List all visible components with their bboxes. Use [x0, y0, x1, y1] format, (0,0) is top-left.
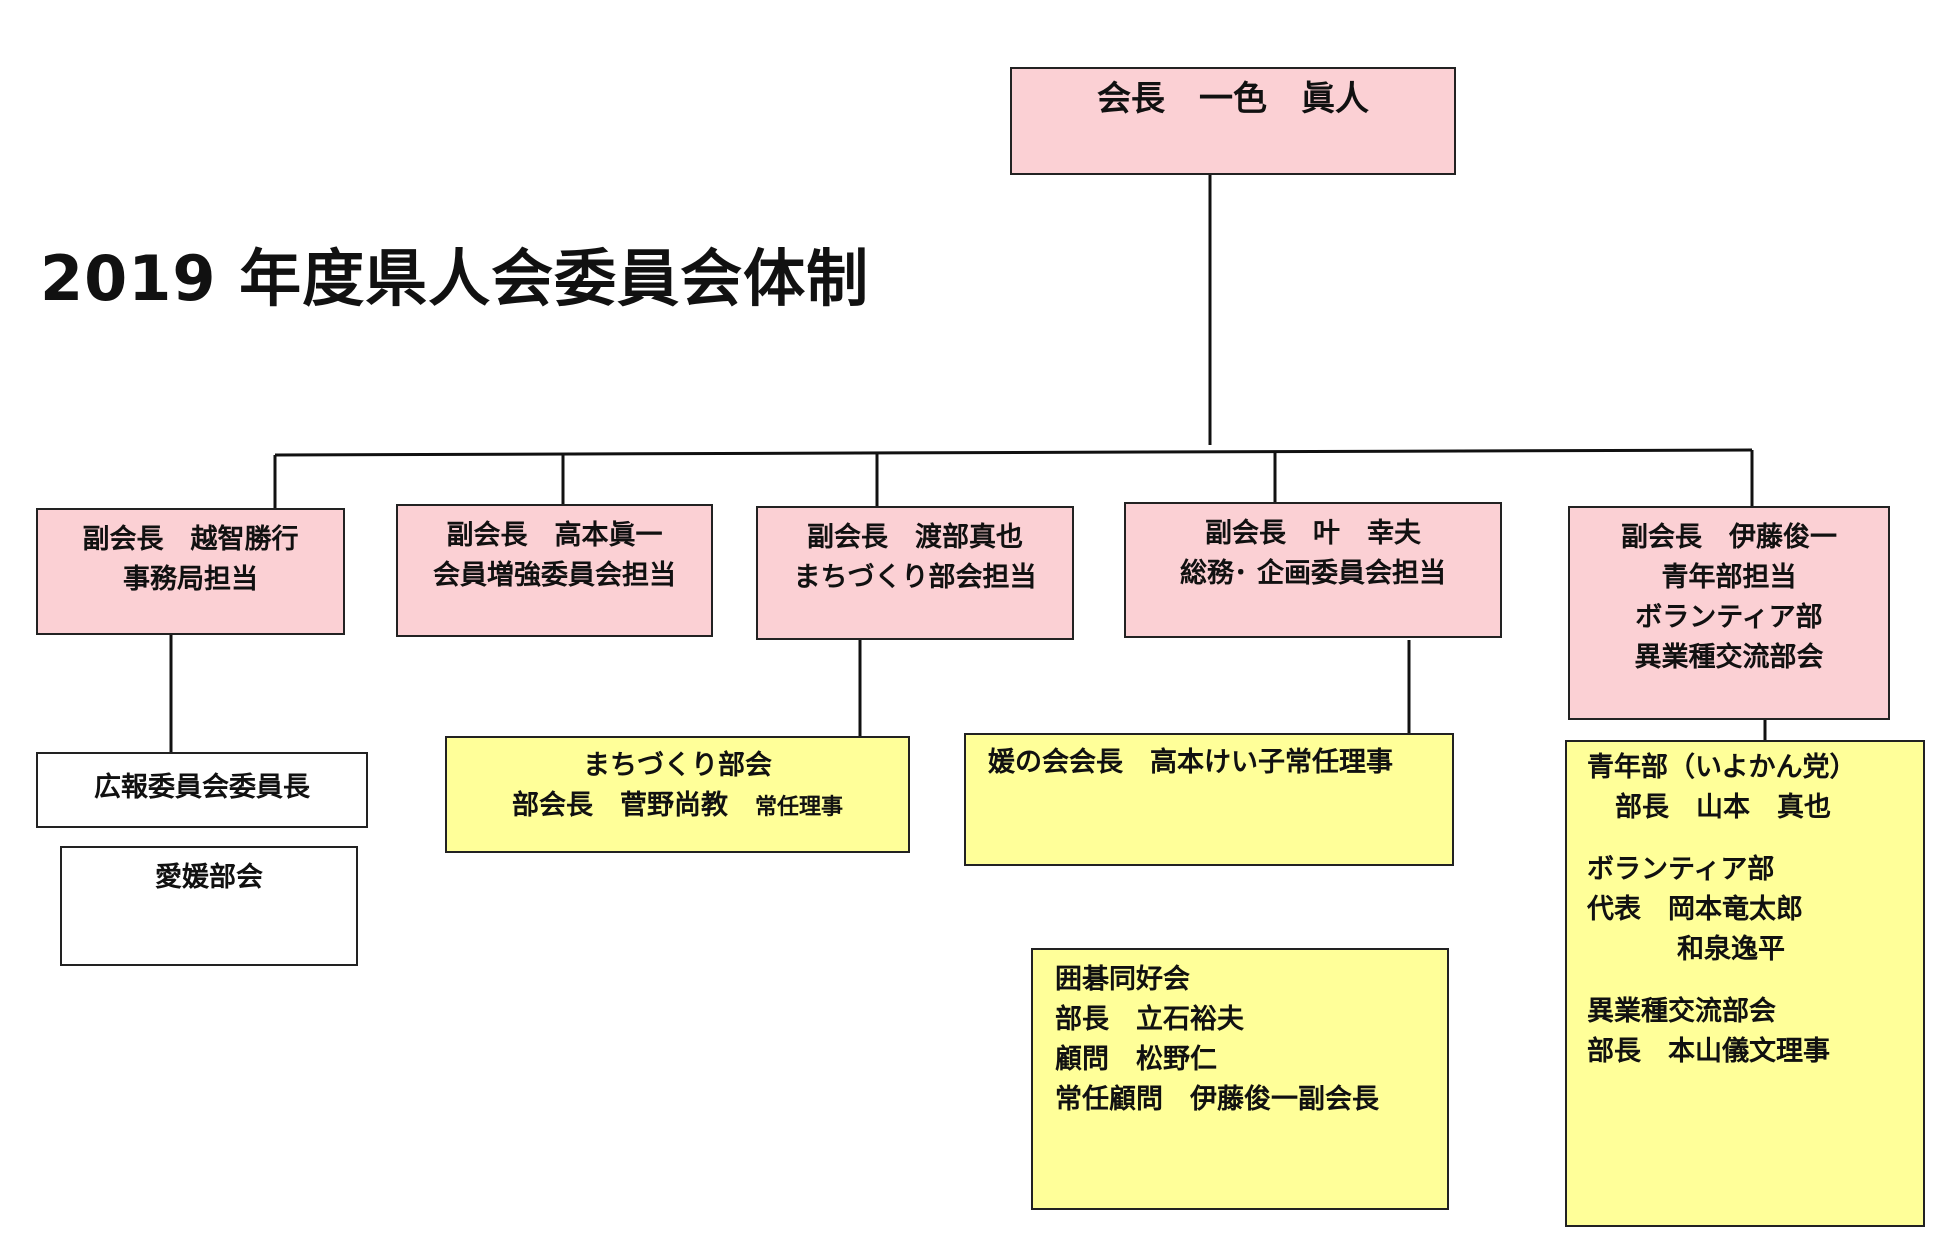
vp-box-ochi: 副会長 越智勝行 事務局担当	[36, 508, 345, 635]
page-title: 2019 年度県人会委員会体制	[40, 242, 870, 315]
vp-role: 事務局担当	[123, 564, 258, 595]
ibusiness-title: 異業種交流部会	[1587, 996, 1776, 1027]
youth-dept-box: 青年部（いよかん党） 部長 山本 真也 ボランティア部 代表 岡本竜太郎 和泉逸…	[1565, 740, 1925, 1227]
machizukuri-head-suffix: 常任理事	[754, 795, 843, 820]
machizukuri-box: まちづくり部会 部会長 菅野尚教 常任理事	[445, 736, 910, 853]
vp-name: 副会長 越智勝行	[82, 524, 299, 555]
vp-box-watanabe: 副会長 渡部真也 まちづくり部会担当	[756, 506, 1074, 640]
vp-role: 異業種交流部会	[1634, 642, 1824, 673]
vp-name: 副会長 渡部真也	[807, 522, 1023, 553]
vp-name: 副会長 伊藤俊一	[1621, 522, 1837, 553]
ibusiness-head: 部長 本山儀文理事	[1587, 1036, 1830, 1067]
volunteer-rep-2: 和泉逸平	[1677, 934, 1785, 965]
igo-club-box: 囲碁同好会 部長 立石裕夫 顧問 松野仁 常任顧問 伊藤俊一副会長	[1031, 948, 1449, 1210]
vp-role: 総務･ 企画委員会担当	[1180, 558, 1446, 589]
vp-name: 副会長 叶 幸夫	[1205, 518, 1421, 549]
koho-committee-label: 広報委員会委員長	[94, 772, 310, 803]
aiehime-label: 愛媛部会	[155, 862, 263, 893]
en-no-kai-label: 媛の会会長 高本けい子常任理事	[988, 747, 1393, 778]
igo-line: 常任顧問 伊藤俊一副会長	[1055, 1084, 1379, 1115]
youth-head: 部長 山本 真也	[1615, 792, 1831, 823]
machizukuri-head: 部会長 菅野尚教 常任理事	[447, 786, 908, 828]
vp-role: 青年部担当	[1661, 562, 1797, 593]
vp-name: 副会長 高本眞一	[446, 520, 663, 551]
vp-box-ito: 副会長 伊藤俊一 青年部担当 ボランティア部 異業種交流部会	[1568, 506, 1890, 720]
president-name: 会長 一色 眞人	[1097, 79, 1369, 119]
igo-line: 部長 立石裕夫	[1055, 1004, 1244, 1035]
vp-box-takamoto: 副会長 高本眞一 会員増強委員会担当	[396, 504, 713, 637]
youth-title: 青年部（いよかん党）	[1587, 752, 1857, 783]
koho-committee-box: 広報委員会委員長	[36, 752, 368, 828]
vp-role: 会員増強委員会担当	[433, 560, 676, 591]
en-no-kai-box: 媛の会会長 高本けい子常任理事	[964, 733, 1454, 866]
aiehime-box: 愛媛部会	[60, 846, 358, 966]
president-box: 会長 一色 眞人	[1010, 67, 1456, 175]
igo-title: 囲碁同好会	[1055, 964, 1190, 995]
vp-role: まちづくり部会担当	[793, 562, 1037, 593]
vp-role: ボランティア部	[1635, 602, 1823, 633]
volunteer-title: ボランティア部	[1587, 854, 1775, 885]
machizukuri-head-name: 部会長 菅野尚教	[511, 790, 728, 821]
vp-box-kano: 副会長 叶 幸夫 総務･ 企画委員会担当	[1124, 502, 1502, 638]
machizukuri-title: まちづくり部会	[583, 750, 772, 781]
igo-line: 顧問 松野仁	[1055, 1044, 1217, 1075]
volunteer-rep: 代表 岡本竜太郎	[1587, 894, 1803, 925]
